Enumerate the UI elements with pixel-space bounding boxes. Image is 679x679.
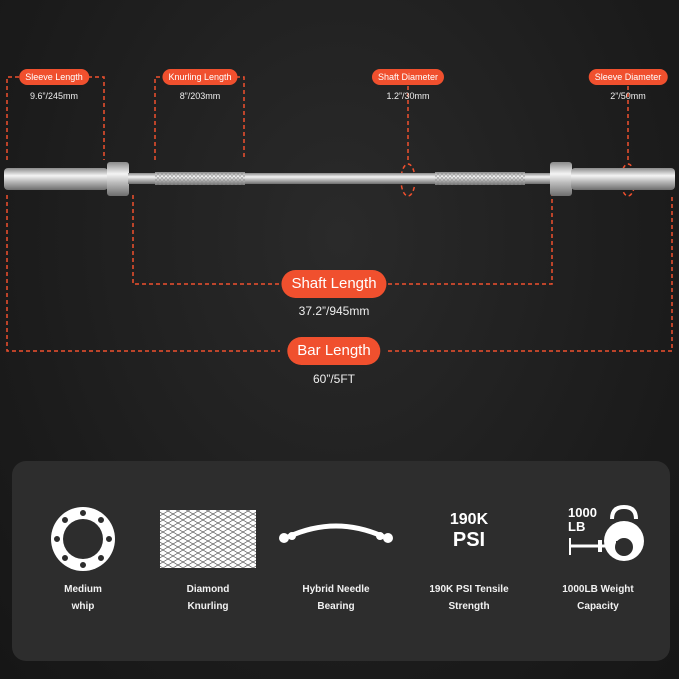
- barbell-diagram: [4, 76, 675, 352]
- shaft-length-value: 37.2”/945mm: [298, 304, 370, 318]
- shaft-diameter-label: Shaft Diameter: [371, 69, 445, 85]
- knurling-length-label: Knurling Length: [162, 69, 238, 85]
- bearing-ring-icon: [51, 507, 115, 571]
- kettlebell-icon: 1000 LB: [538, 505, 658, 575]
- sleeve-length-label: Sleeve Length: [19, 69, 89, 85]
- barbell: [4, 162, 675, 196]
- bar-length-label: Bar Length: [287, 337, 381, 365]
- left-sleeve: [4, 168, 108, 190]
- shaft-diameter-value: 1.2”/30mm: [386, 91, 430, 101]
- sleeve-length-value: 9.6”/245mm: [29, 91, 79, 101]
- sleeve-diameter-label: Sleeve Diameter: [588, 69, 668, 85]
- shaft-length-label: Shaft Length: [281, 270, 387, 298]
- bar-length-value: 60”/5FT: [312, 372, 356, 386]
- psi-text-icon: 190K PSI: [449, 511, 489, 551]
- shaft: [128, 173, 552, 184]
- diamond-knurling-icon: [160, 510, 256, 568]
- sleeve-diameter-value: 2”/50mm: [610, 91, 646, 101]
- right-sleeve: [571, 168, 675, 190]
- curved-bar-icon: [279, 523, 393, 543]
- right-collar: [550, 162, 572, 196]
- knurling-length-value: 8”/203mm: [179, 91, 221, 101]
- left-collar: [107, 162, 129, 196]
